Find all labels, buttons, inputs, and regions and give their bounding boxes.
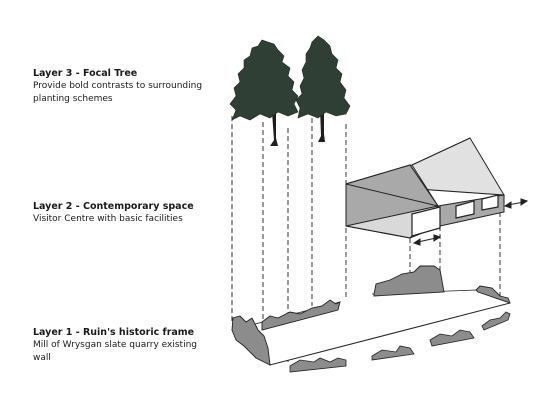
layer-1-description: Mill of Wrysgan slate quarry existing wa… xyxy=(33,340,197,363)
ruin-wall-front-3 xyxy=(429,329,475,347)
focal-trees xyxy=(229,35,351,146)
layer-3-description: Provide bold contrasts to surrounding pl… xyxy=(33,81,203,104)
layer-3-label: Layer 3 - Focal Tree Provide bold contra… xyxy=(33,67,208,105)
side-arrow-icon xyxy=(503,198,529,209)
ruin-wall-right xyxy=(475,285,511,304)
entrance-arrow-icon xyxy=(412,234,442,246)
tree-foliage xyxy=(229,39,299,121)
layer-2-description: Visitor Centre with basic facilities xyxy=(33,214,183,224)
layer-2-title: Layer 2 - Contemporary space xyxy=(33,201,194,212)
ruin-wall-front-4 xyxy=(481,311,511,331)
ruin-floor xyxy=(232,290,510,365)
layer-3-title: Layer 3 - Focal Tree xyxy=(33,68,138,79)
ruin-wall-front-1 xyxy=(289,357,347,373)
visitor-centre xyxy=(345,137,529,246)
ruin-wall-left xyxy=(231,315,271,366)
tree-foliage xyxy=(295,35,351,119)
ruin-wall-back-left xyxy=(261,299,341,331)
layer-2-label: Layer 2 - Contemporary space Visitor Cen… xyxy=(33,200,208,226)
layer-1-title: Layer 1 - Ruin's historic frame xyxy=(33,327,195,338)
ruin-wall-back-right xyxy=(373,265,445,297)
door xyxy=(411,206,441,237)
ruin-wall-front-2 xyxy=(371,345,415,361)
tree-trunk xyxy=(318,108,325,142)
window xyxy=(455,200,475,219)
ruin-frame xyxy=(231,265,511,373)
window xyxy=(481,194,499,211)
tree-trunk xyxy=(270,112,278,146)
layer-1-label: Layer 1 - Ruin's historic frame Mill of … xyxy=(33,326,208,364)
